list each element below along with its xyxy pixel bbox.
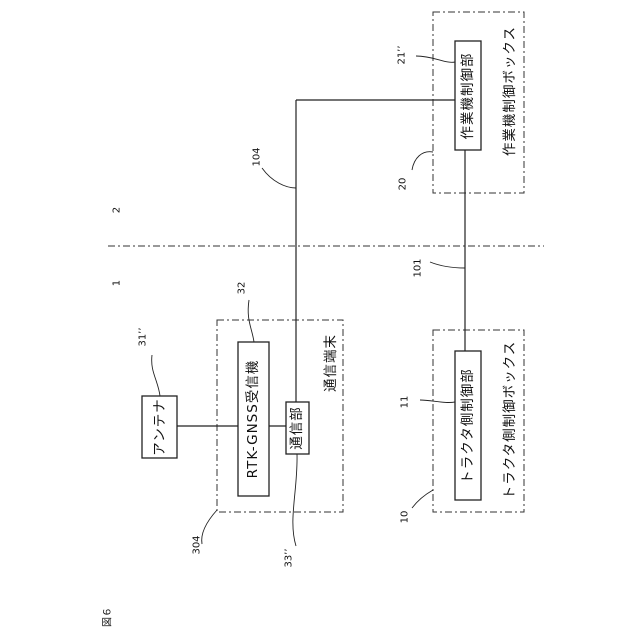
figure-label: 図６ [102, 607, 114, 627]
work-controller-label: 作業機制御部 [460, 53, 476, 140]
antenna-ref: 31’’ [138, 327, 149, 346]
work-box-ref: 20 [398, 178, 409, 191]
work-box-ref-leader [412, 152, 433, 170]
comm-unit-ref-leader [293, 454, 297, 546]
antenna-ref-leader [152, 355, 160, 396]
comm-terminal-label: 通信端末 [323, 334, 339, 392]
comm-terminal-ref: 304 [192, 535, 203, 554]
tractor-controller-ref: 11 [400, 396, 411, 409]
rtk-receiver-label: RTK-GNSS受信機 [245, 360, 261, 479]
tractor-box-ref-leader [412, 490, 433, 508]
line-101-ref-leader [430, 262, 465, 268]
comm-unit-ref: 33’’ [284, 548, 295, 567]
comm-terminal-ref-leader [202, 510, 217, 544]
region-2-number: 2 [112, 207, 123, 213]
tractor-controller-ref-leader [420, 400, 455, 403]
line-104-ref: 104 [252, 147, 263, 166]
tractor-box-ref: 10 [400, 511, 411, 524]
line-101-ref: 101 [413, 258, 424, 277]
tractor-controller-label: トラクタ側制御部 [460, 368, 476, 483]
region-1-number: 1 [112, 280, 123, 286]
comm-unit-label: 通信部 [289, 406, 305, 450]
rtk-receiver-ref: 32 [237, 282, 248, 295]
line-104-ref-leader [262, 168, 296, 188]
tractor-box-label: トラクタ側制御ボックス [502, 341, 518, 500]
work-box-label: 作業機制御ボックス [502, 26, 518, 156]
work-controller-ref: 21’’ [397, 45, 408, 64]
work-controller-ref-leader [416, 56, 455, 62]
rtk-receiver-ref-leader [248, 300, 254, 342]
antenna-label: アンテナ [152, 398, 168, 455]
